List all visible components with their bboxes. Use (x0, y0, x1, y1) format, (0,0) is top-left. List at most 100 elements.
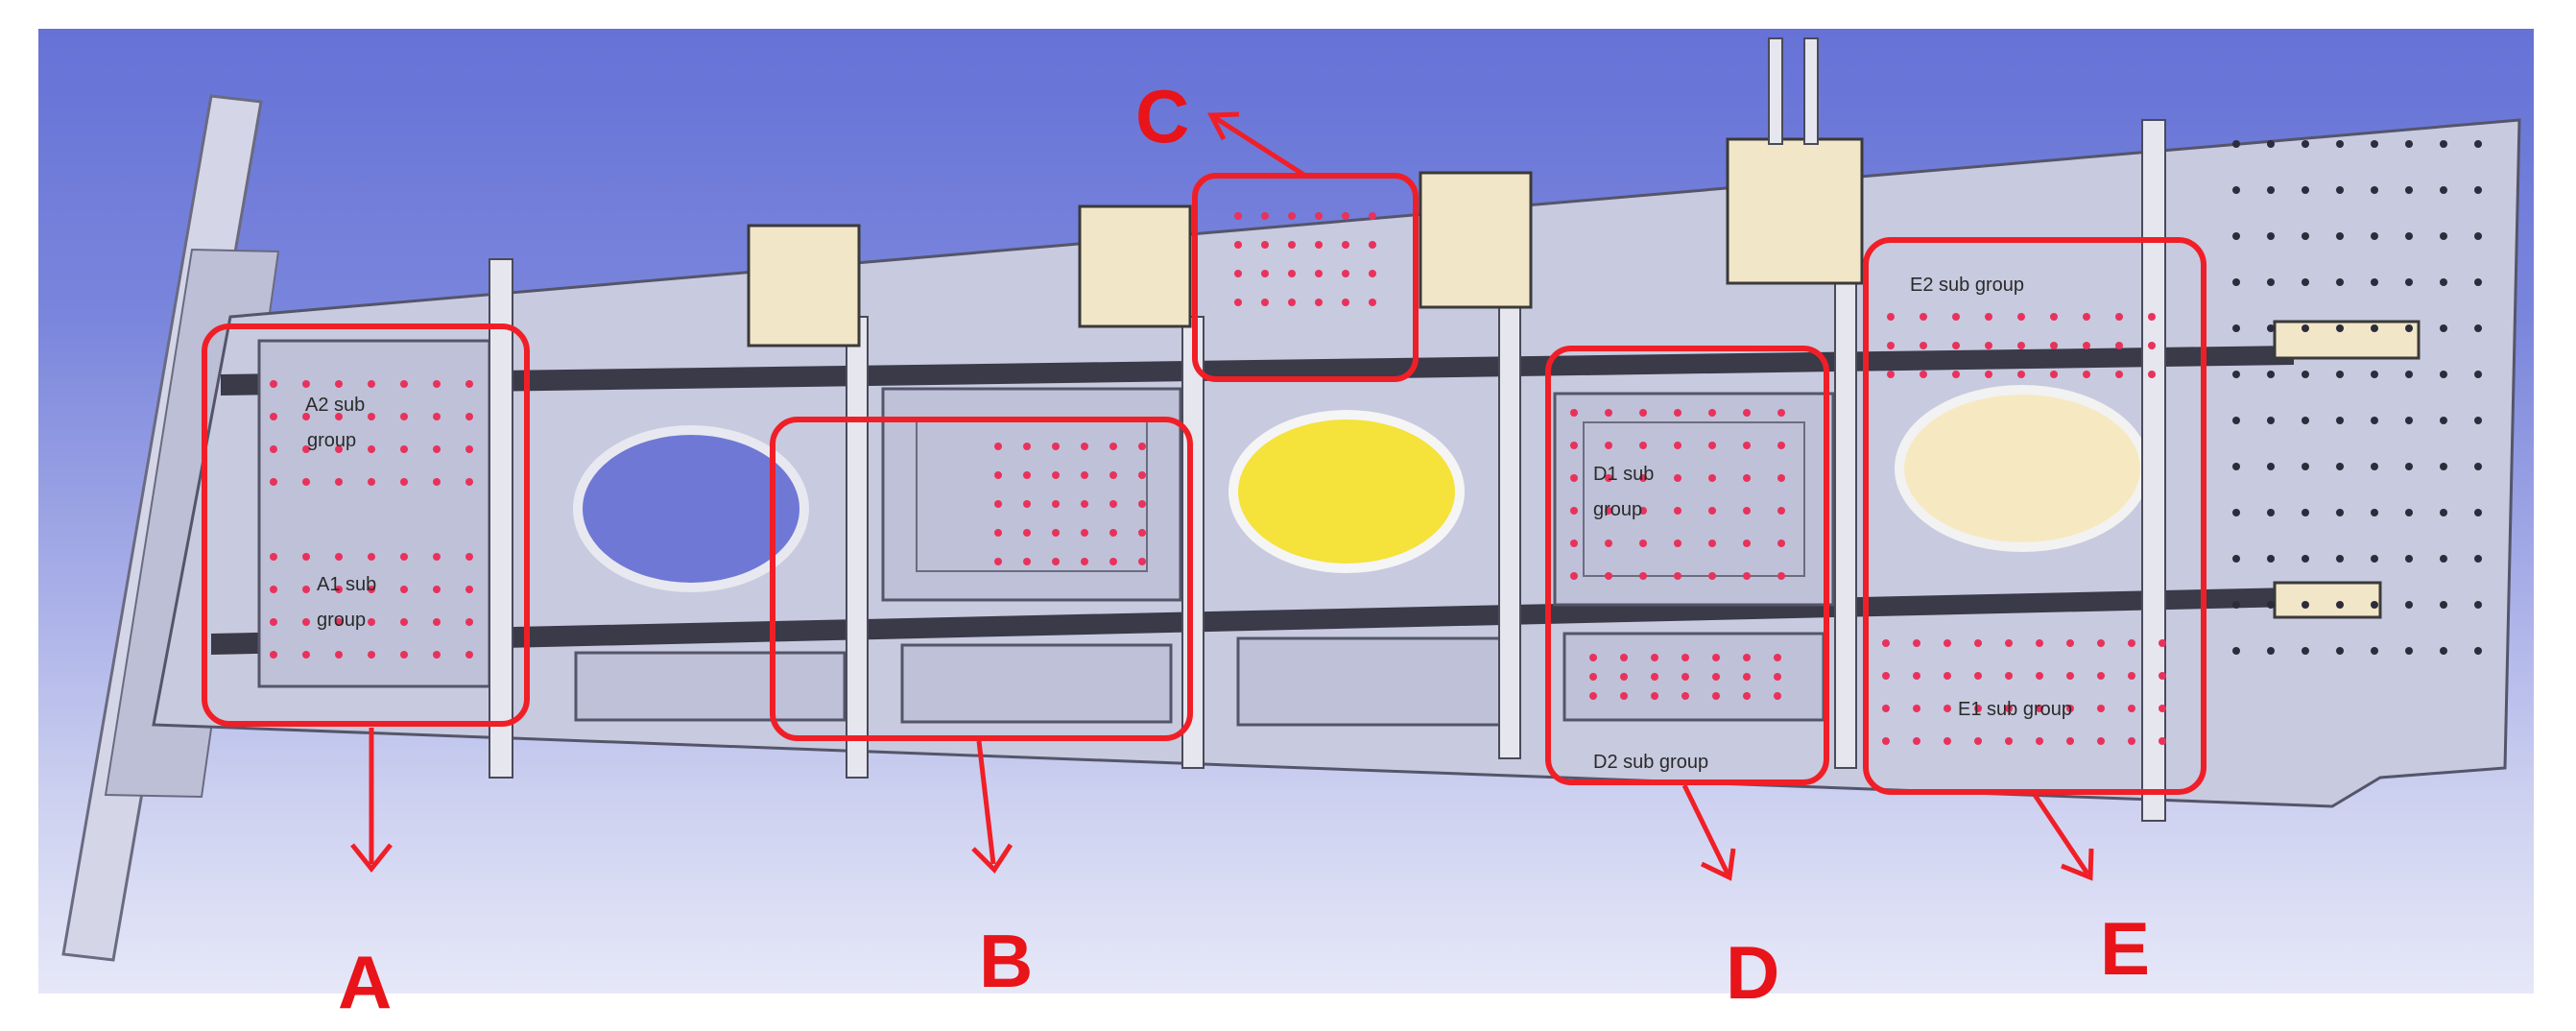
rivet-dot (2232, 417, 2240, 424)
rivet-dot (1743, 442, 1751, 449)
rivet-dot (2302, 601, 2309, 609)
highlight-box-b (770, 417, 1193, 741)
rivet-dot (1369, 212, 1376, 220)
rivet-dot (2066, 737, 2074, 745)
rivet-dot (1712, 692, 1720, 700)
rivet-dot (1882, 639, 1890, 647)
rivet-dot (1589, 692, 1597, 700)
arrow-a (350, 728, 393, 874)
rivet-dot (1682, 692, 1689, 700)
rivet-dot (400, 478, 408, 486)
rivet-dot (2267, 324, 2275, 332)
rivet-dot (2148, 371, 2156, 378)
rivet-dot (2267, 232, 2275, 240)
rivet-dot (2440, 417, 2447, 424)
rivet-dot (1605, 507, 1612, 515)
rivet-dot (2128, 737, 2135, 745)
rivet-dot (465, 380, 473, 388)
rivet-dot (1570, 539, 1578, 547)
rivet-dot (1743, 409, 1751, 417)
rivet-dot (1605, 474, 1612, 482)
rivet-dot (2267, 555, 2275, 563)
rivet-dot (2267, 140, 2275, 148)
rivet-dot (1743, 507, 1751, 515)
rivet-dot (1674, 409, 1682, 417)
rivet-dot (1708, 409, 1716, 417)
rivet-dot (2474, 232, 2482, 240)
rivet-dot (1639, 539, 1647, 547)
pocket-a (257, 339, 491, 688)
rivet-dot (2440, 463, 2447, 470)
callout-e: E (2100, 906, 2150, 991)
label-a1-line1: A1 sub (317, 574, 376, 595)
access-window-blue (573, 425, 809, 592)
rivet-dot (2017, 313, 2025, 321)
access-window-cream (1895, 385, 2150, 552)
rivet-dot (1777, 539, 1785, 547)
rivet-dot (2474, 647, 2482, 655)
rivet-dot (1315, 299, 1323, 306)
rivet-dot (1315, 212, 1323, 220)
rivet-dot (2371, 140, 2378, 148)
bracket-right-upper (2273, 320, 2421, 360)
rivet-dot (433, 586, 441, 593)
rivet-dot (1887, 342, 1895, 349)
callout-a: A (338, 940, 392, 1024)
callout-b: B (979, 919, 1033, 1003)
rivet-dot (1052, 529, 1060, 537)
rivet-dot (335, 478, 343, 486)
rivet-dot (2083, 313, 2090, 321)
rivet-dot (1882, 737, 1890, 745)
rivet-dot (1777, 507, 1785, 515)
rivet-dot (1138, 471, 1146, 479)
rivet-dot (1708, 572, 1716, 580)
rivet-dot (1570, 474, 1578, 482)
rivet-dot (400, 618, 408, 626)
rivet-dot (2405, 509, 2413, 516)
rivet-dot (1952, 371, 1960, 378)
rivet-dot (2232, 140, 2240, 148)
rivet-dot (1952, 313, 1960, 321)
rib-5 (1834, 268, 1857, 769)
rivet-dot (1288, 299, 1296, 306)
rivet-dot (2232, 555, 2240, 563)
rivet-dot (2371, 647, 2378, 655)
rivet-dot (2159, 672, 2166, 680)
rivet-dot (335, 651, 343, 659)
rivet-dot (1620, 673, 1628, 681)
rivet-dot (1369, 299, 1376, 306)
rivet-dot (270, 478, 277, 486)
rivet-dot (1109, 558, 1117, 565)
highlight-box-e (1863, 237, 2206, 795)
rivet-dot (1605, 572, 1612, 580)
rivet-dot (1261, 270, 1269, 277)
rivet-dot (302, 413, 310, 420)
rivet-dot (2371, 555, 2378, 563)
rivet-dot (2036, 705, 2043, 712)
pocket-d1 (1553, 392, 1835, 607)
rivet-dot (2036, 737, 2043, 745)
pocket-b-upper (881, 387, 1182, 602)
rivet-dot (2083, 342, 2090, 349)
rivet-dot (2440, 555, 2447, 563)
rivet-dot (994, 500, 1002, 508)
rivet-dot (2405, 278, 2413, 286)
bracket-1 (747, 224, 861, 348)
rivet-dot (2115, 313, 2123, 321)
rivet-dot (1974, 737, 1982, 745)
rivet-dot (2005, 705, 2013, 712)
rivet-dot (1109, 471, 1117, 479)
rivet-dot (2474, 509, 2482, 516)
rivet-dot (1674, 442, 1682, 449)
rivet-dot (2036, 672, 2043, 680)
rivet-dot (270, 445, 277, 453)
rivet-dot (2050, 313, 2058, 321)
label-e1: E1 sub group (1958, 699, 2072, 720)
rivet-dot (2371, 601, 2378, 609)
rivet-dot (335, 553, 343, 561)
rivet-dot (2005, 737, 2013, 745)
rivet-dot (1944, 737, 1951, 745)
rivet-dot (465, 553, 473, 561)
callout-d: D (1726, 930, 1779, 1015)
rivet-dot (2128, 705, 2135, 712)
